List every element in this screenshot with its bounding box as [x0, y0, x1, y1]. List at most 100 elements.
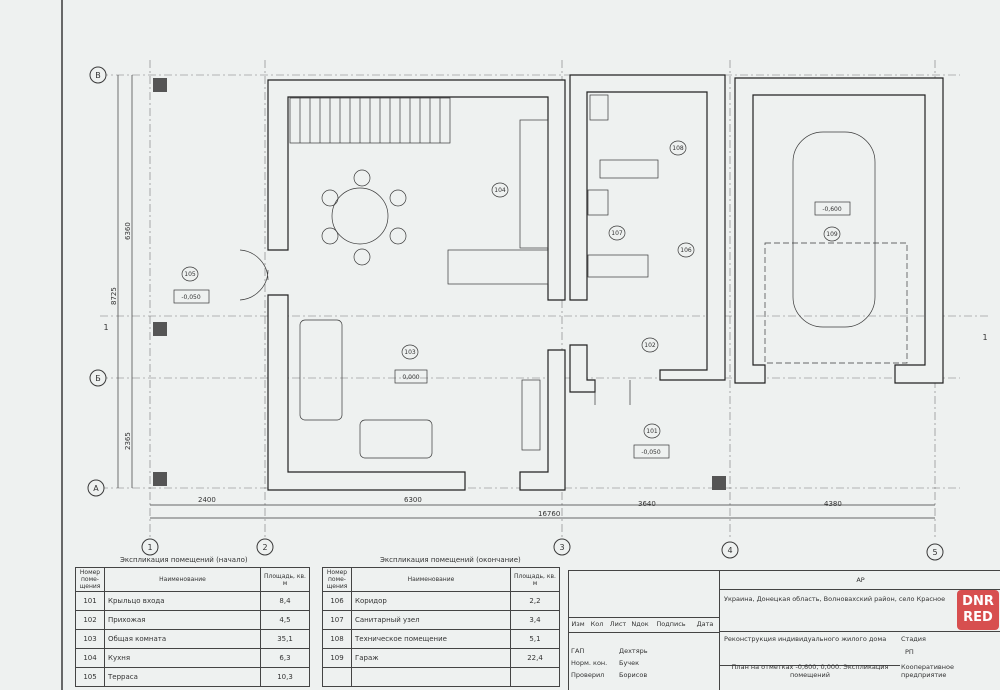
staff-role: ГАП	[571, 647, 585, 655]
sofa	[359, 419, 433, 459]
axis-bubble-4	[721, 541, 739, 559]
room-tag-102	[641, 337, 659, 353]
stage-label: Стадия	[901, 635, 926, 643]
room-name: Техническое помещение	[351, 629, 511, 649]
axis-bubble-v	[89, 66, 107, 84]
room-tag-109	[823, 226, 841, 242]
room-area: 4,5	[260, 610, 310, 630]
dimension-value: 2400	[198, 496, 216, 504]
room-number: 105	[184, 271, 196, 278]
section-mark: 1	[982, 333, 987, 342]
divider	[719, 631, 1000, 632]
room-number: 104	[494, 187, 506, 194]
dimension-value: 2365	[124, 432, 132, 450]
room-number: 103	[75, 629, 105, 649]
dimension-value: 8725	[110, 287, 118, 305]
room-number: 104	[75, 648, 105, 668]
room-level: -0,600	[822, 206, 842, 213]
revision-column-header: Подпись	[656, 620, 686, 628]
sofa	[299, 319, 343, 421]
axis-label: А	[93, 484, 99, 493]
room-number	[322, 667, 352, 687]
room-number: 107	[322, 610, 352, 630]
doc-code: АР	[719, 571, 1000, 590]
room-number: 109	[322, 648, 352, 668]
dimension-lines	[117, 75, 935, 519]
room-number: 107	[611, 230, 623, 237]
table-row	[322, 667, 560, 687]
room-number: 106	[322, 591, 352, 611]
axis-bubble-a	[87, 479, 105, 497]
room-area: 35,1	[260, 629, 310, 649]
room-area: 3,4	[510, 610, 560, 630]
level-mark	[633, 444, 670, 459]
axis-label: 1	[147, 543, 152, 552]
room-number: 103	[404, 349, 416, 356]
room-area: 8,4	[260, 591, 310, 611]
axis-bubble-5	[926, 543, 944, 561]
axis-label: 4	[727, 546, 732, 555]
axis-label: 3	[559, 543, 564, 552]
room-level: -0,050	[641, 449, 661, 456]
room-name: Кухня	[104, 648, 261, 668]
level-mark	[173, 289, 210, 304]
room-number: 102	[644, 342, 656, 349]
title-block: АР Украина, Донецкая область, Волновахск…	[568, 570, 1000, 690]
room-name: Гараж	[351, 648, 511, 668]
section-mark: 1	[103, 323, 108, 332]
furniture	[239, 94, 908, 459]
room-area: 6,3	[260, 648, 310, 668]
room-number: 101	[75, 591, 105, 611]
room-tag-104	[491, 182, 509, 198]
location: Украина, Донецкая область, Волновахский …	[719, 589, 954, 631]
room-number: 101	[646, 428, 658, 435]
staff-name: Бучек	[619, 659, 640, 667]
room-name: Крыльцо входа	[104, 591, 261, 611]
staff-name: Дехтярь	[619, 647, 648, 655]
axis-bubble-1	[141, 538, 159, 556]
room-number: 105	[75, 667, 105, 687]
staff-role: Проверил	[571, 671, 605, 679]
level-mark	[814, 201, 851, 216]
staff-name: Борисов	[619, 671, 648, 679]
room-number: 106	[680, 247, 692, 254]
table1-caption: Экспликация помещений (начало)	[120, 556, 248, 564]
dimension-value: 4380	[824, 500, 842, 508]
room-level: -0,050	[181, 294, 201, 301]
room-tag-106	[677, 242, 695, 258]
room-number: 102	[75, 610, 105, 630]
room-tag-108	[669, 140, 687, 156]
staff-role: Норм. кон.	[571, 659, 608, 667]
room-tag-107	[608, 225, 626, 241]
room-area	[510, 667, 560, 687]
room-number: 108	[322, 629, 352, 649]
level-mark	[394, 369, 428, 384]
room-name: Терраса	[104, 667, 261, 687]
dining-table	[331, 187, 389, 245]
axis-bubble-2	[256, 538, 274, 556]
axis-label: 5	[932, 548, 937, 557]
organization: Кооперативное предприятие	[901, 663, 954, 679]
room-name: Прихожая	[104, 610, 261, 630]
room-tag-103	[401, 344, 419, 360]
room-name: Коридор	[351, 591, 511, 611]
room-name: Санитарный узел	[351, 610, 511, 630]
dimension-value: 6360	[124, 222, 132, 240]
axis-bubble-3	[553, 538, 571, 556]
revision-column-header: Кол	[590, 620, 604, 628]
columns	[153, 78, 726, 490]
